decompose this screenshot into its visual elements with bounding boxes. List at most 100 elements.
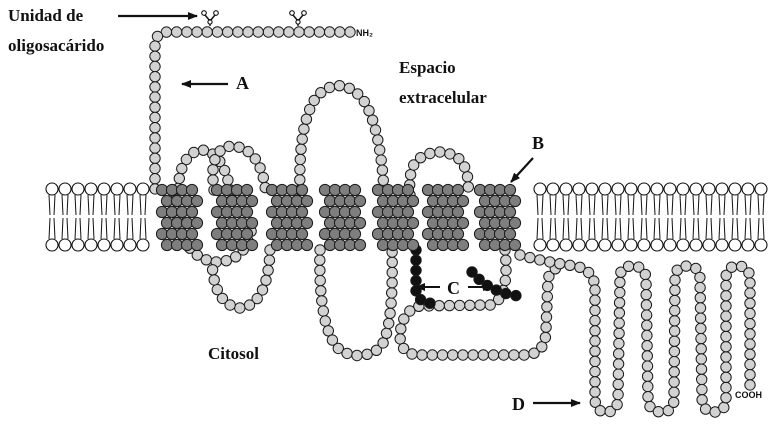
helix-residue	[186, 206, 197, 217]
residue-bead	[669, 387, 679, 397]
residue-bead	[315, 255, 325, 265]
residue-bead	[150, 174, 160, 184]
highlight-residue	[501, 288, 511, 298]
residue-bead	[364, 106, 374, 116]
residue-bead	[641, 310, 651, 320]
residue-bead	[669, 336, 679, 346]
residue-bead	[590, 336, 600, 346]
residue-bead	[669, 367, 679, 377]
residue-bead	[614, 308, 624, 318]
residue-bead	[387, 267, 397, 277]
helix-residue	[241, 184, 252, 195]
residue-bead	[324, 27, 334, 37]
helix-residue	[457, 239, 468, 250]
residue-bead	[642, 361, 652, 371]
residue-bead	[697, 374, 707, 384]
helix-residue	[457, 217, 468, 228]
residue-bead	[590, 305, 600, 315]
residue-bead	[233, 27, 243, 37]
residue-bead	[324, 82, 334, 92]
residue-bead	[669, 316, 679, 326]
helix-residue	[504, 206, 515, 217]
residue-bead	[150, 143, 160, 153]
residue-bead	[425, 148, 435, 158]
residue-bead	[201, 255, 211, 265]
residue-bead	[174, 173, 184, 183]
residue-bead	[721, 301, 731, 311]
residue-bead	[614, 318, 624, 328]
residue-bead	[318, 306, 328, 316]
lipid-head	[755, 183, 767, 195]
cytosol-label: Citosol	[208, 344, 259, 363]
residue-bead	[721, 352, 731, 362]
transmembrane-helix-4	[319, 184, 365, 250]
residue-bead	[590, 377, 600, 387]
residue-bead	[255, 163, 265, 173]
highlight-residue	[415, 294, 425, 304]
residue-bead	[345, 27, 355, 37]
lipid-head	[664, 183, 676, 195]
residue-bead	[395, 334, 405, 344]
residue-bead	[721, 393, 731, 403]
helix-residue	[354, 217, 365, 228]
residue-bead	[745, 288, 755, 298]
transmembrane-helix-5	[372, 184, 418, 250]
helix-residue	[407, 217, 418, 228]
nh2-label: NH₂	[356, 28, 373, 38]
residue-bead	[623, 261, 633, 271]
residue-bead	[696, 333, 706, 343]
marker-d: D	[512, 394, 525, 414]
residue-bead	[541, 312, 551, 322]
lipid-head	[651, 239, 663, 251]
residue-bead	[670, 305, 680, 315]
residue-bead	[642, 330, 652, 340]
helix-residue	[509, 239, 520, 250]
residue-bead	[273, 27, 283, 37]
residue-bead	[386, 298, 396, 308]
residue-bead	[315, 245, 325, 255]
residue-bead	[669, 377, 679, 387]
residue-bead	[335, 27, 345, 37]
residue-bead	[222, 27, 232, 37]
residue-bead	[297, 134, 307, 144]
residue-bead	[171, 27, 181, 37]
helix-residue	[186, 228, 197, 239]
residue-bead	[243, 27, 253, 37]
residue-bead	[543, 281, 553, 291]
residue-bead	[744, 268, 754, 278]
residue-bead	[745, 370, 755, 380]
lipid-head	[59, 239, 71, 251]
residue-bead	[642, 371, 652, 381]
residue-bead	[545, 257, 555, 267]
residue-bead	[745, 278, 755, 288]
residue-bead	[150, 82, 160, 92]
residue-bead	[299, 124, 309, 134]
residue-bead	[695, 282, 705, 292]
lipid-head	[612, 183, 624, 195]
residue-bead	[614, 349, 624, 359]
lipid-head	[124, 183, 136, 195]
helix-residue	[504, 228, 515, 239]
residue-bead	[284, 27, 294, 37]
highlight-residue	[411, 275, 421, 285]
lipid-head	[703, 183, 715, 195]
residue-bead	[721, 311, 731, 321]
residue-bead	[437, 350, 447, 360]
residue-bead	[304, 27, 314, 37]
helix-residue	[241, 206, 252, 217]
residue-bead	[294, 27, 304, 37]
residue-bead	[381, 328, 391, 338]
helix-residue	[349, 228, 360, 239]
helix-residue	[452, 184, 463, 195]
residue-bead	[555, 259, 565, 269]
residue-bead	[745, 380, 755, 390]
residue-bead	[150, 123, 160, 133]
residue-bead	[263, 265, 273, 275]
residue-bead	[150, 92, 160, 102]
helix-residue	[509, 195, 520, 206]
residue-bead	[150, 102, 160, 112]
lipid-head	[46, 239, 58, 251]
lipid-head	[690, 183, 702, 195]
residue-bead	[387, 257, 397, 267]
residue-bead	[463, 182, 473, 192]
